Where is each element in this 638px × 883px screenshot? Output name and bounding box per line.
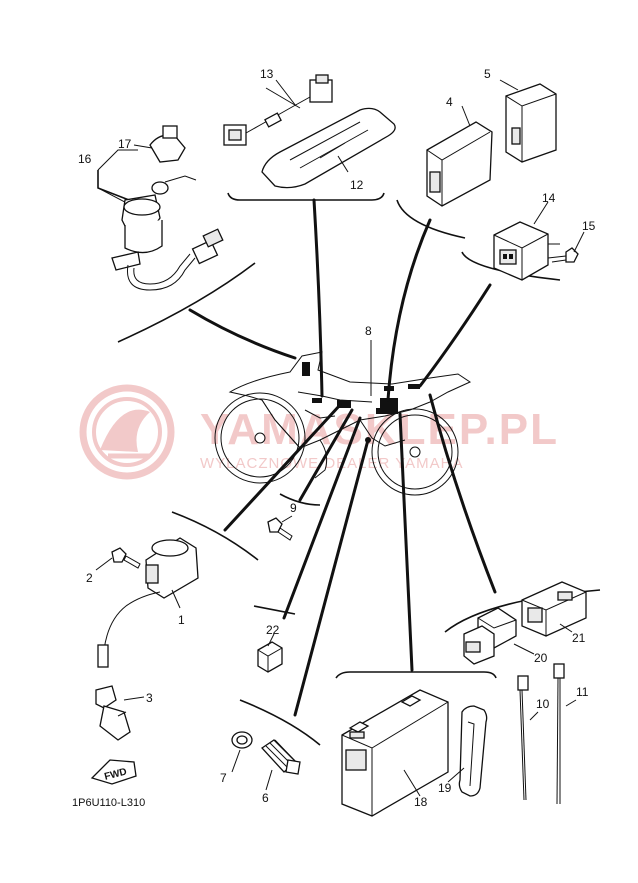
callout-14: 14 xyxy=(542,191,556,205)
callout-6: 6 xyxy=(262,791,269,805)
main-switch-part xyxy=(97,125,224,291)
callout-labels: 13 12 4 5 14 15 17 16 8 9 2 1 3 22 7 6 1… xyxy=(78,67,596,809)
callout-18: 18 xyxy=(414,795,428,809)
callout-2: 2 xyxy=(86,571,93,585)
watermark-tagline: WYLACZNOWE DEALER YAMAHA xyxy=(200,455,464,472)
callout-11: 11 xyxy=(576,685,589,699)
neutral-switch-part xyxy=(261,739,301,775)
callout-17: 17 xyxy=(118,137,132,151)
watermark-logo xyxy=(79,384,175,480)
wire-adapter-part xyxy=(223,74,333,146)
callout-leaders xyxy=(95,79,585,797)
diagram-code: 1P6U110-L310 xyxy=(72,797,145,809)
cdi-unit-part xyxy=(426,121,493,207)
gasket-7-part xyxy=(231,731,253,749)
cable-tie-11-part xyxy=(553,663,565,805)
callout-5: 5 xyxy=(484,67,491,81)
screw-9-part xyxy=(267,517,293,541)
callout-9: 9 xyxy=(290,501,297,515)
callout-8: 8 xyxy=(365,324,372,338)
screw-2-part xyxy=(111,547,141,569)
battery-band-part xyxy=(261,107,396,189)
callout-7: 7 xyxy=(220,771,227,785)
flasher-relay-part xyxy=(493,221,560,281)
ignition-coil-part xyxy=(97,537,199,668)
callout-1: 1 xyxy=(178,613,185,627)
callout-13: 13 xyxy=(260,67,274,81)
fwd-label: FWD xyxy=(103,767,128,783)
callout-4: 4 xyxy=(446,95,453,109)
callout-20: 20 xyxy=(534,651,548,665)
coupler-20-part xyxy=(463,607,517,665)
coupler-21-part xyxy=(521,581,587,637)
fuse-part xyxy=(257,641,283,673)
cable-tie-10-part xyxy=(517,675,529,801)
relay-part xyxy=(505,83,557,163)
callout-16: 16 xyxy=(78,152,92,166)
leader-lines xyxy=(188,198,497,717)
battery-part xyxy=(341,689,449,817)
callout-10: 10 xyxy=(536,697,550,711)
callout-15: 15 xyxy=(582,219,596,233)
battery-band-19-part xyxy=(458,705,488,797)
callout-22: 22 xyxy=(266,623,280,637)
callout-21: 21 xyxy=(572,631,586,645)
callout-19: 19 xyxy=(438,781,452,795)
callout-12: 12 xyxy=(350,178,364,192)
motorcycle-outline xyxy=(214,351,472,496)
callout-3: 3 xyxy=(146,691,153,705)
forward-arrow-icon: FWD xyxy=(90,759,137,785)
bolt-15-part xyxy=(547,247,579,263)
plug-cap-part xyxy=(95,685,131,741)
